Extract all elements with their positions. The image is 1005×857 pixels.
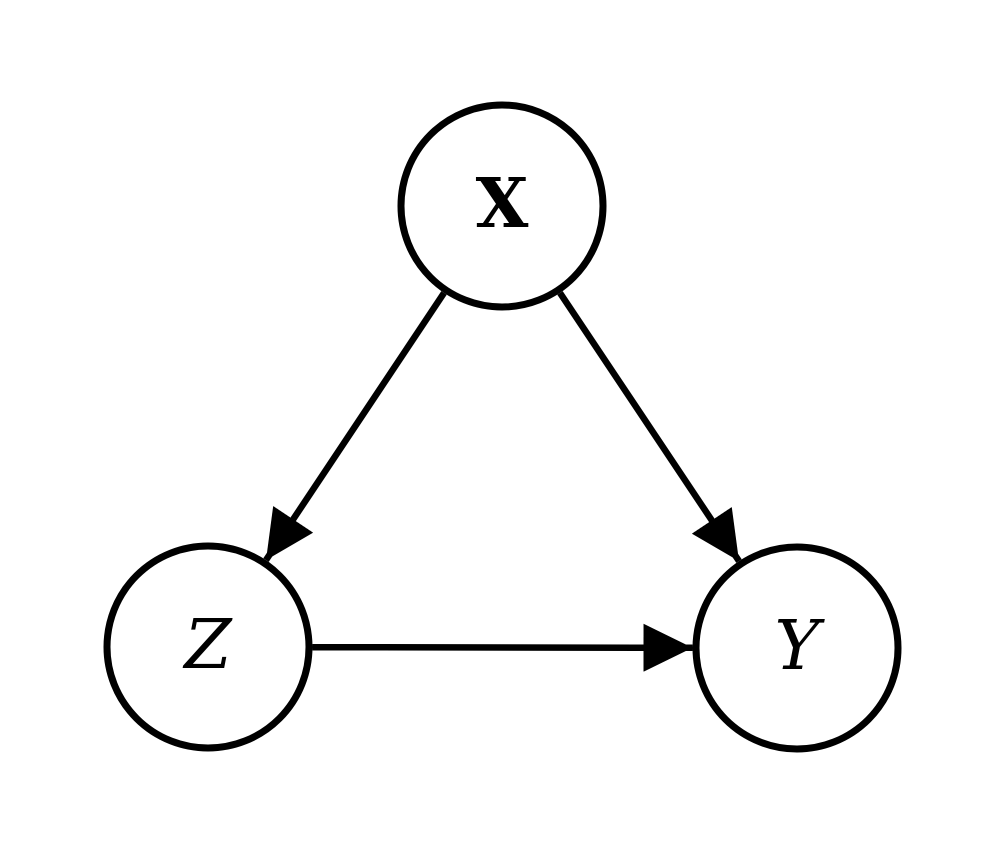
node-Z-circle	[103, 542, 313, 752]
node-X: X	[397, 101, 607, 311]
edges-layer	[263, 291, 742, 672]
node-X-circle	[397, 101, 607, 311]
node-Y: Y	[692, 543, 902, 753]
node-X-label: X	[476, 164, 529, 244]
edge-Z-to-Y	[312, 623, 693, 672]
edge-X-to-Y	[557, 291, 742, 563]
node-Z: Z	[103, 542, 313, 752]
edge-X-to-Z	[263, 291, 447, 562]
node-Y-circle	[692, 543, 902, 753]
node-Y-label: Y	[775, 607, 826, 686]
nodes-layer: X Z Y	[103, 101, 902, 753]
node-Z-label: Z	[182, 606, 233, 685]
